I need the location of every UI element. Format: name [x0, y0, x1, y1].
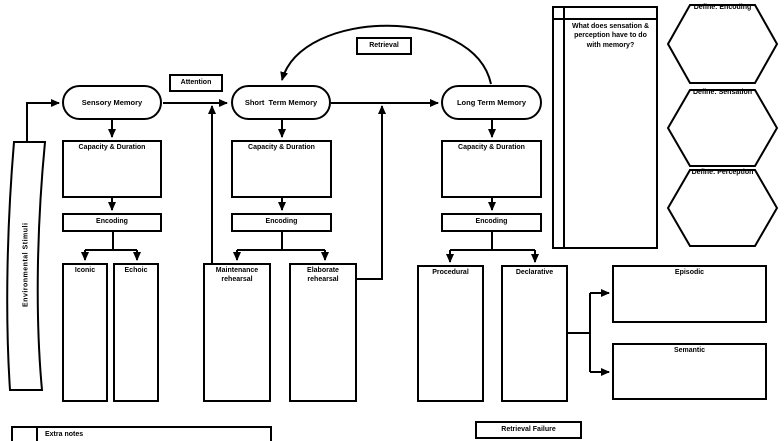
environmental-stimuli-label: Environmental Stimuli	[22, 222, 30, 308]
extra-notes-panel: Extra notes	[11, 426, 272, 441]
node-iconic: Iconic	[62, 263, 108, 402]
node-declarative: Declarative	[501, 265, 568, 402]
sensory-capacity-label: Capacity & Duration	[78, 144, 146, 151]
node-retrieval-failure: Retrieval Failure	[475, 421, 582, 439]
edge-ltm-retrieval-arc	[280, 24, 492, 85]
hexagon-define-perception	[666, 169, 779, 247]
node-sensory-memory: Sensory Memory	[62, 85, 162, 120]
node-elaborate-rehearsal: Elaborate rehearsal	[289, 263, 357, 402]
node-procedural: Procedural	[417, 265, 484, 402]
edge-declarative-branch	[568, 293, 591, 372]
extra-notes-divider	[36, 428, 38, 441]
hexagon-define-sensation	[666, 89, 779, 167]
edge-stimuli-to-sensory	[26, 99, 60, 142]
procedural-label: Procedural	[432, 269, 469, 276]
node-retrieval: Retrieval	[356, 37, 412, 55]
question-panel-divider	[563, 8, 565, 247]
node-sensory-capacity-duration: Capacity & Duration	[62, 140, 162, 198]
question-panel: What does sensation & perception have to…	[552, 6, 658, 249]
question-panel-header-line	[554, 18, 656, 20]
short-term-memory-label: Short Term Memory	[244, 98, 318, 107]
edge-stm-encoding-split	[237, 232, 325, 251]
long-term-memory-label: Long Term Memory	[456, 98, 527, 107]
ltm-capacity-label: Capacity & Duration	[458, 144, 525, 151]
node-attention: Attention	[169, 74, 223, 92]
node-ltm-capacity-duration: Capacity & Duration	[441, 140, 542, 198]
node-echoic: Echoic	[113, 263, 159, 402]
node-stm-capacity-duration: Capacity & Duration	[231, 140, 332, 198]
maintenance-rehearsal-label: Maintenance rehearsal	[215, 267, 259, 283]
define-sensation-label: Define: Sensation	[692, 89, 753, 96]
iconic-label: Iconic	[74, 267, 96, 274]
edge-elaborate-to-stm-line	[357, 105, 386, 280]
sensory-memory-label: Sensory Memory	[81, 98, 143, 107]
elaborate-rehearsal-label: Elaborate rehearsal	[307, 267, 339, 283]
define-perception-label: Define: Perception	[691, 169, 754, 176]
node-maintenance-rehearsal: Maintenance rehearsal	[203, 263, 271, 402]
edge-sensory-encoding-split	[85, 232, 137, 251]
declarative-label: Declarative	[515, 269, 554, 276]
define-encoding-label: Define: Encoding	[693, 4, 752, 11]
node-short-term-memory: Short Term Memory	[231, 85, 331, 120]
node-stm-encoding: Encoding	[231, 213, 332, 232]
hexagon-define-encoding	[666, 4, 779, 84]
node-long-term-memory: Long Term Memory	[441, 85, 542, 120]
question-text: What does sensation & perception have to…	[571, 23, 649, 49]
shape-environmental-stimuli	[6, 141, 47, 391]
stm-capacity-label: Capacity & Duration	[248, 144, 315, 151]
echoic-label: Echoic	[124, 267, 148, 274]
node-sensory-encoding: Encoding	[62, 213, 162, 232]
node-ltm-encoding: Encoding	[441, 213, 542, 232]
node-semantic: Semantic	[612, 343, 767, 400]
episodic-label: Episodic	[674, 269, 705, 276]
extra-notes-label: Extra notes	[45, 431, 84, 438]
semantic-label: Semantic	[673, 347, 706, 354]
node-episodic: Episodic	[612, 265, 767, 323]
edge-ltm-encoding-split	[450, 232, 535, 251]
